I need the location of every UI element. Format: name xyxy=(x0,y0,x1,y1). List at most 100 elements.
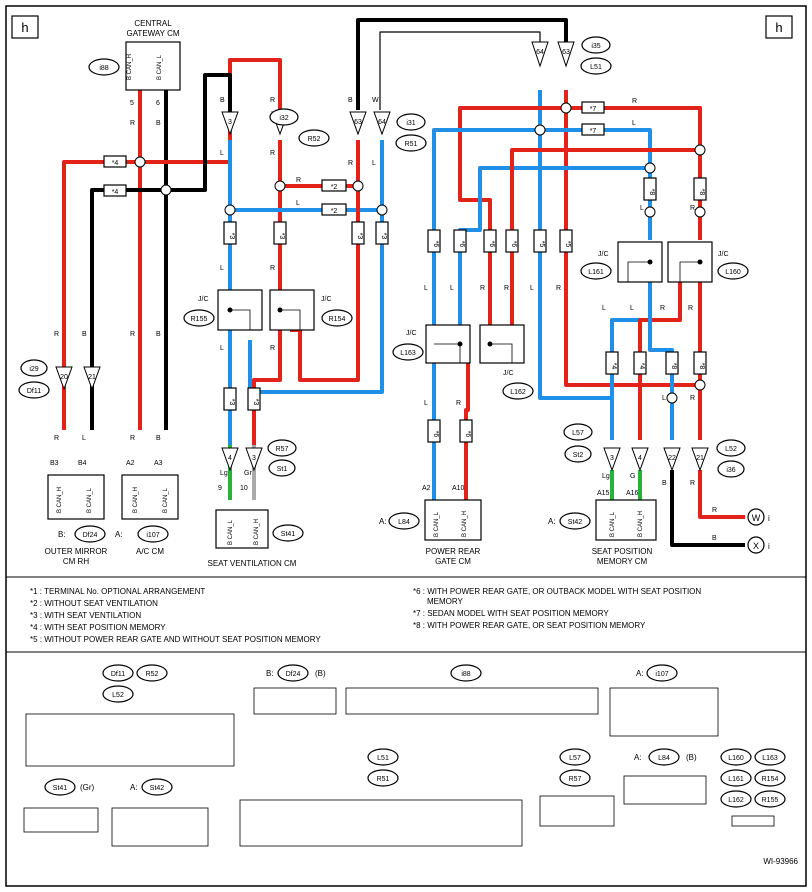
svg-text:B3: B3 xyxy=(50,460,59,467)
svg-text:J/C: J/C xyxy=(503,370,514,377)
wire-red-to-outer-mirror xyxy=(62,160,140,430)
svg-text:St41: St41 xyxy=(53,785,68,792)
svg-text:Df11: Df11 xyxy=(27,388,41,395)
svg-text:i35: i35 xyxy=(591,43,600,50)
svg-text:(B): (B) xyxy=(315,669,326,678)
svg-text:R52: R52 xyxy=(308,136,321,143)
svg-text:*5: *5 xyxy=(564,241,571,248)
jc-l160: J/C L160 xyxy=(667,241,749,283)
svg-text:SEAT VENTILATION CM: SEAT VENTILATION CM xyxy=(208,559,297,568)
svg-text:B: B xyxy=(662,480,667,487)
svg-text:R: R xyxy=(690,480,695,487)
face-l160 xyxy=(731,815,775,827)
svg-text:A:: A: xyxy=(548,517,556,526)
svg-text:R: R xyxy=(660,305,665,312)
svg-text:L162: L162 xyxy=(728,797,744,804)
wire-blue-r51-loop xyxy=(248,140,384,394)
svg-text:20: 20 xyxy=(60,374,68,381)
svg-text:L: L xyxy=(220,150,224,157)
svg-text:A:: A: xyxy=(130,783,138,792)
svg-text:A:: A: xyxy=(634,753,642,762)
wires xyxy=(62,18,745,547)
svg-text:*7 : SEDAN MODEL WITH SEAT PO: *7 : SEDAN MODEL WITH SEAT POSITION MEMO… xyxy=(413,609,609,618)
svg-text:A:: A: xyxy=(115,530,123,539)
svg-text:Lg: Lg xyxy=(602,473,610,480)
svg-text:i: i xyxy=(768,542,770,551)
svg-text:CENTRAL: CENTRAL xyxy=(134,19,172,28)
svg-text:Lg: Lg xyxy=(220,470,228,477)
svg-text:*3: *3 xyxy=(356,233,363,240)
svg-text:L51: L51 xyxy=(590,64,602,71)
svg-text:*3 : WITH SEAT VENTILATION: *3 : WITH SEAT VENTILATION xyxy=(30,611,141,620)
svg-text:*7: *7 xyxy=(590,106,597,113)
svg-text:SEAT POSITION: SEAT POSITION xyxy=(592,547,653,556)
jc-r155: J/C R155 xyxy=(183,289,263,331)
svg-text:*4: *4 xyxy=(112,189,119,196)
wire-red-to-r52 xyxy=(140,58,282,164)
svg-text:B: B xyxy=(156,435,161,442)
svg-text:L84: L84 xyxy=(398,519,410,526)
svg-text:B: B xyxy=(156,331,161,338)
svg-text:R: R xyxy=(480,285,485,292)
svg-text:St42: St42 xyxy=(568,519,583,526)
svg-text:*2 : WITHOUT SEAT VENTILATION: *2 : WITHOUT SEAT VENTILATION xyxy=(30,599,158,608)
svg-text:L163: L163 xyxy=(400,350,416,357)
svg-text:L57: L57 xyxy=(569,755,581,762)
connector-refs: i32 R52 i31 R51 i35 L51 i29 Df11 R57 St1… xyxy=(18,36,746,478)
svg-text:L52: L52 xyxy=(112,692,124,699)
svg-text:*6: *6 xyxy=(432,241,439,248)
svg-text:MEMORY CM: MEMORY CM xyxy=(597,557,648,566)
svg-text:R154: R154 xyxy=(762,776,779,783)
face-l57 xyxy=(539,795,615,827)
svg-text:63: 63 xyxy=(354,119,362,126)
svg-text:L162: L162 xyxy=(510,389,526,396)
svg-text:Df11: Df11 xyxy=(111,671,125,678)
wire-red-to-l162-b xyxy=(510,148,700,325)
svg-text:*8: *8 xyxy=(698,363,705,370)
wire-blue-l-crossover xyxy=(540,128,652,240)
svg-text:Df24: Df24 xyxy=(83,532,98,539)
face-l51 xyxy=(239,799,523,847)
face-i88 xyxy=(345,687,599,715)
svg-text:A:: A: xyxy=(379,517,387,526)
svg-text:B4: B4 xyxy=(78,460,87,467)
svg-text:R: R xyxy=(270,345,275,352)
component-outer-mirror: B CAN_H B CAN_L B: Df24 OUTER MIRROR CM … xyxy=(45,474,108,566)
svg-text:L84: L84 xyxy=(658,755,670,762)
svg-text:L: L xyxy=(640,205,644,212)
svg-text:R: R xyxy=(130,331,135,338)
svg-text:R: R xyxy=(54,331,59,338)
svg-text:i: i xyxy=(768,514,770,523)
face-df24 xyxy=(253,687,337,715)
svg-text:L: L xyxy=(220,345,224,352)
svg-text:R: R xyxy=(270,265,275,272)
svg-text:22: 22 xyxy=(668,455,676,462)
svg-text:R: R xyxy=(54,435,59,442)
svg-text:h: h xyxy=(775,20,782,35)
svg-text:St41: St41 xyxy=(281,531,296,538)
svg-text:B CAN_L: B CAN_L xyxy=(157,54,163,80)
svg-text:L161: L161 xyxy=(728,776,744,783)
svg-text:L: L xyxy=(632,120,636,127)
svg-text:L: L xyxy=(424,285,428,292)
terminal-x: X i xyxy=(747,536,770,554)
notes: *1 : TERMINAL No. OPTIONAL ARRANGEMENT *… xyxy=(30,587,701,644)
svg-text:L52: L52 xyxy=(725,446,737,453)
svg-text:J/C: J/C xyxy=(198,296,209,303)
svg-text:B CAN_L: B CAN_L xyxy=(610,511,616,537)
svg-text:i29: i29 xyxy=(29,366,38,373)
svg-text:R51: R51 xyxy=(405,141,418,148)
svg-text:B:: B: xyxy=(266,669,274,678)
svg-text:10: 10 xyxy=(240,485,248,492)
svg-text:*2: *2 xyxy=(331,208,338,215)
wire-blue-to-l163 xyxy=(432,128,540,325)
connector-pins xyxy=(55,41,709,472)
svg-text:6: 6 xyxy=(156,100,160,107)
svg-text:B CAN_L: B CAN_L xyxy=(87,487,93,513)
svg-text:*8: *8 xyxy=(670,363,677,370)
svg-text:L163: L163 xyxy=(762,755,778,762)
svg-text:R: R xyxy=(130,120,135,127)
svg-text:B: B xyxy=(712,535,717,542)
